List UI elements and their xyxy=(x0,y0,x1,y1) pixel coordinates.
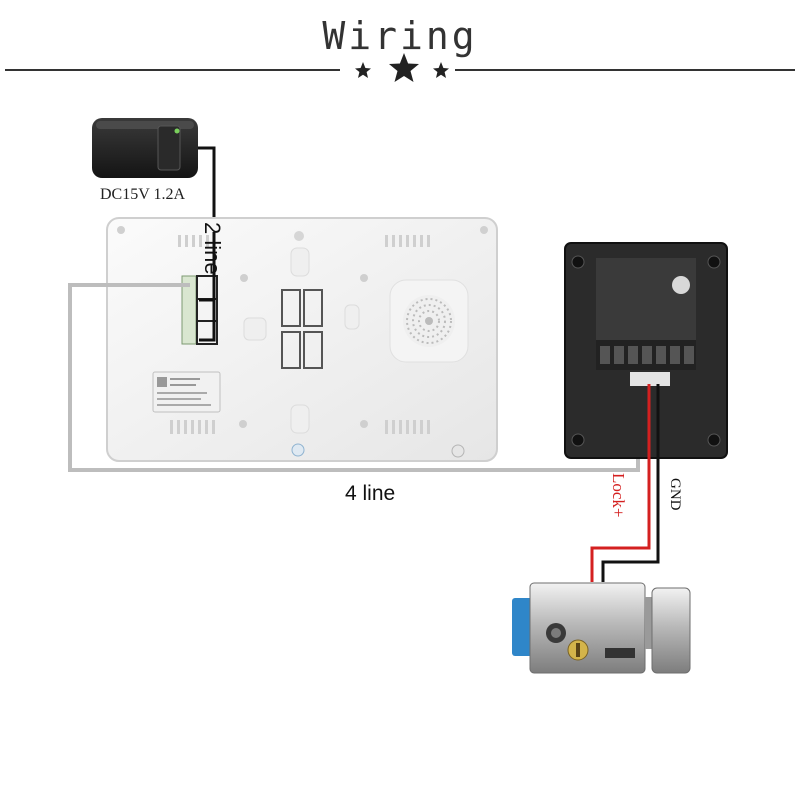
vent-grille-top-left xyxy=(178,235,209,247)
star-icon xyxy=(433,62,449,78)
power-cable xyxy=(199,232,216,342)
star-icon xyxy=(389,53,419,82)
product-label xyxy=(152,371,221,413)
signal-cable-label: 4 line xyxy=(345,482,396,505)
star-icon xyxy=(355,62,371,78)
header-divider xyxy=(5,53,795,82)
speaker-grille xyxy=(389,279,469,363)
outdoor-camera-unit xyxy=(564,242,728,459)
adapter-label: DC15V 1.2A xyxy=(100,186,186,203)
power-cable-label: 2 line xyxy=(200,222,225,275)
lock-positive-label: Lock+ xyxy=(609,473,628,518)
vent-grille-bottom-right xyxy=(385,420,430,434)
indoor-monitor xyxy=(106,217,498,462)
vent-grille-bottom-left xyxy=(170,420,215,434)
mounting-bracket xyxy=(281,289,323,369)
power-adapter xyxy=(92,118,216,232)
vent-grille-top-right xyxy=(385,235,430,247)
page-title: Wiring xyxy=(322,14,478,58)
lock-positive-wire xyxy=(590,384,651,582)
connector-ports xyxy=(181,275,218,345)
electric-lock xyxy=(512,582,691,674)
ground-wire xyxy=(601,384,660,582)
ground-label: GND xyxy=(667,478,683,511)
